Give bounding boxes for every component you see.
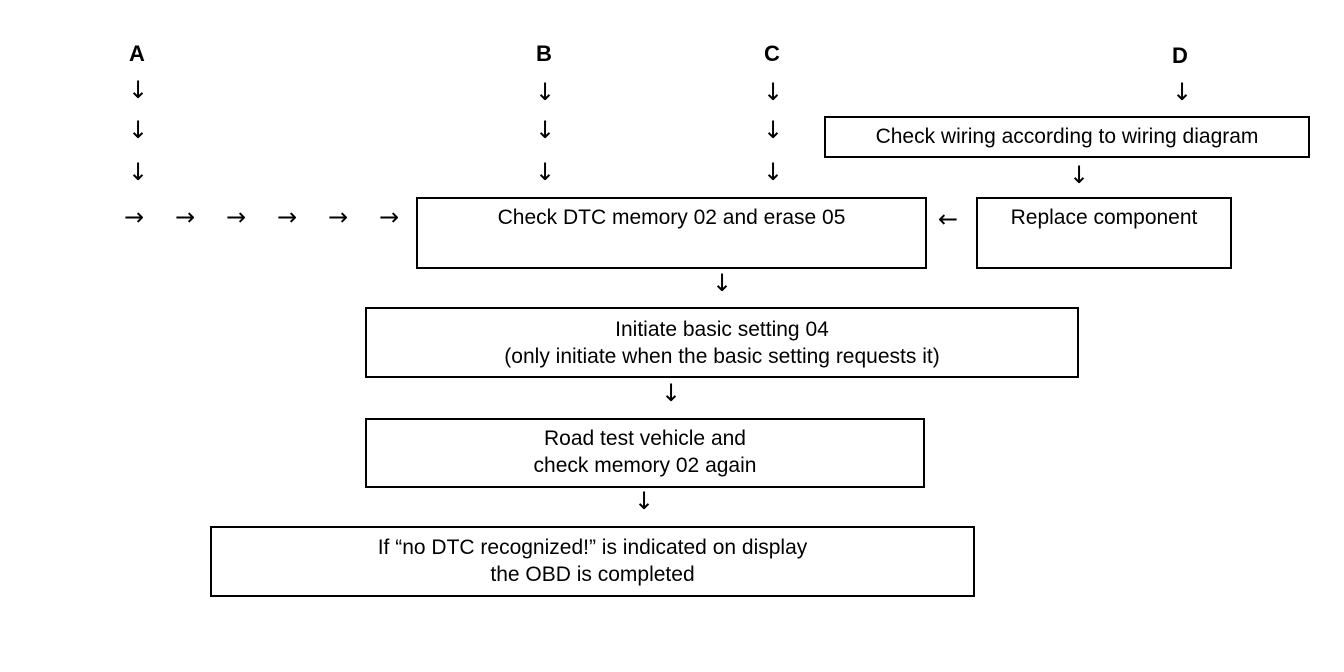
right-arrow-icon: → [328, 203, 349, 231]
down-arrow-icon: ↓ [763, 158, 784, 186]
check-wiring-box: Check wiring according to wiring diagram [824, 116, 1310, 158]
road-test-line-2: check memory 02 again [533, 454, 757, 477]
down-arrow-icon: ↓ [128, 158, 149, 186]
down-arrow-icon: ↓ [535, 78, 556, 106]
obd-completed-box: If “no DTC recognized!” is indicated on … [210, 526, 975, 597]
label-c: C [764, 41, 780, 66]
right-arrow-icon: → [124, 203, 145, 231]
down-arrow-icon: ↓ [1172, 78, 1193, 106]
road-test-line-1: Road test vehicle and [544, 427, 746, 450]
label-a: A [129, 41, 145, 66]
down-arrow-icon: ↓ [128, 76, 149, 104]
completed-line-2: the OBD is completed [490, 563, 695, 586]
down-arrow-icon: ↓ [712, 269, 733, 297]
road-test-box: Road test vehicle and check memory 02 ag… [365, 418, 925, 488]
down-arrow-icon: ↓ [634, 487, 655, 515]
right-arrow-icon: → [226, 203, 247, 231]
down-arrow-icon: ↓ [535, 158, 556, 186]
replace-component-text: Replace component [1010, 206, 1198, 229]
check-wiring-text: Check wiring according to wiring diagram [875, 125, 1259, 148]
down-arrow-icon: ↓ [535, 116, 556, 144]
down-arrow-icon: ↓ [763, 78, 784, 106]
replace-component-box: Replace component [976, 197, 1232, 269]
right-arrow-icon: → [175, 203, 196, 231]
check-dtc-box: Check DTC memory 02 and erase 05 [416, 197, 927, 269]
basic-setting-box: Initiate basic setting 04 (only initiate… [365, 307, 1079, 378]
down-arrow-icon: ↓ [763, 116, 784, 144]
right-arrow-icon: → [379, 203, 400, 231]
basic-setting-line-1: Initiate basic setting 04 [615, 318, 829, 341]
down-arrow-icon: ↓ [128, 116, 149, 144]
label-d: D [1172, 43, 1188, 68]
check-dtc-text: Check DTC memory 02 and erase 05 [497, 206, 846, 229]
left-arrow-icon: ← [938, 205, 959, 233]
down-arrow-icon: ↓ [1069, 161, 1090, 189]
basic-setting-line-2: (only initiate when the basic setting re… [504, 345, 940, 368]
label-b: B [536, 41, 552, 66]
right-arrow-icon: → [277, 203, 298, 231]
completed-line-1: If “no DTC recognized!” is indicated on … [377, 536, 808, 559]
down-arrow-icon: ↓ [661, 379, 682, 407]
